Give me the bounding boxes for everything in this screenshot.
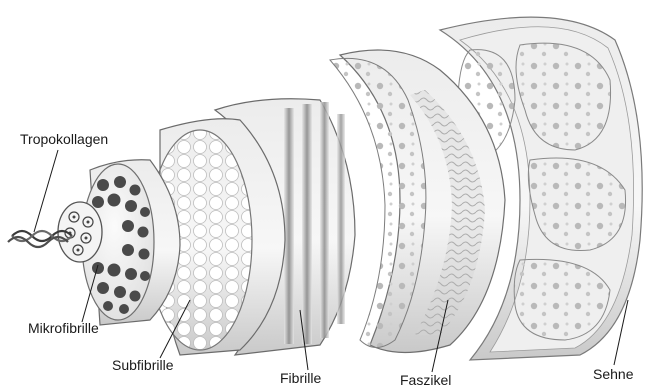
microfibril-section <box>58 160 180 325</box>
tropokollagen-leader <box>34 150 58 232</box>
label-sehne: Sehne <box>593 366 633 382</box>
label-subfibrille: Subfibrille <box>112 357 173 373</box>
label-faszikel: Faszikel <box>400 372 451 388</box>
label-tropokollagen: Tropokollagen <box>20 131 108 147</box>
label-fibrille: Fibrille <box>280 370 321 386</box>
label-mikrofibrille: Mikrofibrille <box>28 320 99 336</box>
